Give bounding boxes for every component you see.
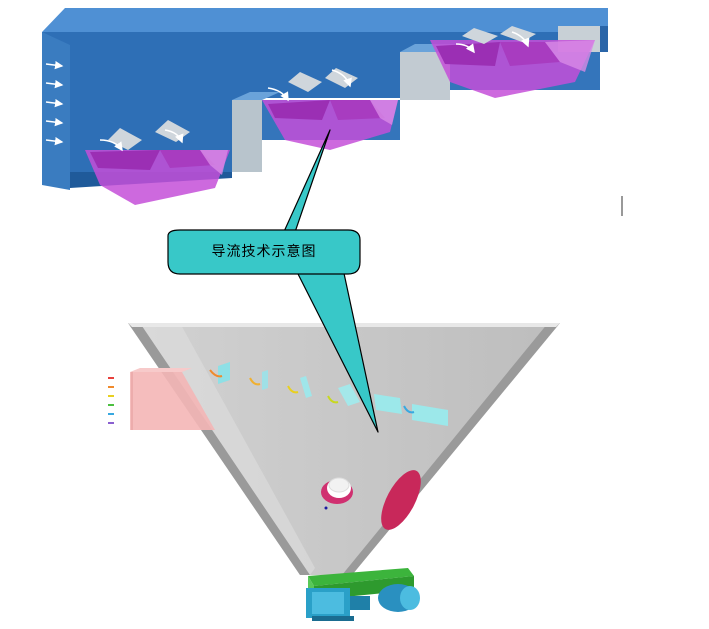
guide-vane-icon bbox=[300, 376, 312, 398]
callout-bubble bbox=[167, 129, 379, 433]
flow-arrow-icon bbox=[99, 139, 123, 152]
guide-flow-arrows bbox=[99, 31, 530, 152]
flow-arrow-icon bbox=[267, 87, 289, 102]
inlet-flow-arrows bbox=[45, 60, 64, 146]
motor bbox=[306, 584, 420, 621]
colored-inlet-arrows bbox=[108, 372, 126, 429]
rotary-valve bbox=[321, 477, 353, 510]
flow-arrow-icon bbox=[45, 79, 64, 89]
flow-arrow-icon bbox=[327, 395, 339, 404]
guide-vane-icon bbox=[218, 362, 230, 384]
flow-arrow-icon bbox=[45, 98, 64, 108]
guide-vanes-cone bbox=[218, 362, 448, 426]
flow-arrow-icon bbox=[45, 60, 64, 70]
guide-vane-icon bbox=[374, 394, 402, 414]
hopper-2 bbox=[262, 100, 398, 150]
flow-arrow-icon bbox=[249, 377, 261, 386]
flow-arrow-icon bbox=[45, 136, 64, 146]
flow-arrow-icon bbox=[511, 31, 530, 48]
guide-vane-icon bbox=[262, 370, 268, 390]
flow-arrow-icon bbox=[455, 43, 475, 54]
flow-arrow-icon bbox=[287, 385, 299, 394]
hopper-1 bbox=[85, 150, 230, 205]
flow-arrow-icon bbox=[331, 69, 352, 88]
guide-vane-icon bbox=[338, 384, 360, 406]
cone-flow-arrows bbox=[209, 369, 415, 414]
flow-arrow-icon bbox=[209, 369, 223, 378]
inlet-duct bbox=[130, 368, 215, 430]
guide-vane-icon bbox=[412, 404, 448, 426]
flow-arrow-icon bbox=[45, 117, 64, 127]
flow-arrow-icon bbox=[403, 405, 415, 414]
flow-arrow-icon bbox=[164, 129, 184, 144]
hopper-3 bbox=[430, 40, 595, 98]
ellipse-plate bbox=[381, 470, 421, 530]
